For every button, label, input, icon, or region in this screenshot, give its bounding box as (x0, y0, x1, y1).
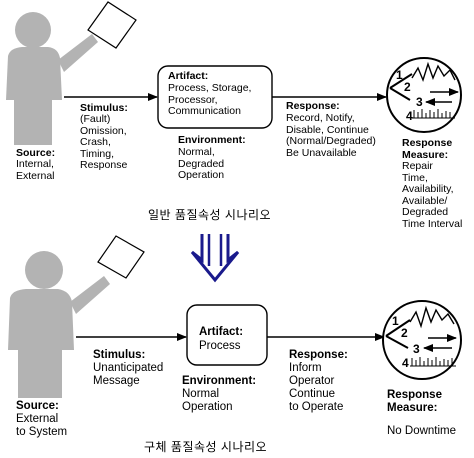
response-label-general: Response: (286, 100, 340, 112)
environment-text-concrete: Normal Operation (182, 388, 233, 413)
gauge-number-4: 4 (402, 356, 409, 370)
document-icon-general (87, 1, 137, 49)
stimulus-text-general: (Fault) Omission, Crash, Timing, Respons… (80, 113, 128, 171)
source-text-general: Internal, External (16, 158, 55, 182)
artifact-text-general: Process, Storage, Processor, Communicati… (168, 82, 252, 117)
artifact-box-concrete (186, 304, 268, 366)
person-figure-general (6, 12, 98, 145)
environment-label-general: Environment: (178, 134, 246, 146)
source-label-general: Source: (16, 147, 56, 159)
caption-concrete-scenario: 구체 품질속성 시나리오 (144, 440, 268, 454)
person-figure-concrete (8, 251, 110, 398)
environment-text-general: Normal, Degraded Operation (178, 146, 225, 181)
transition-down-arrow (190, 234, 240, 283)
measure-label-concrete: Response Measure: (387, 389, 442, 414)
response-measure-gauge-concrete (382, 300, 462, 380)
caption-general-scenario: 일반 품질속성 시나리오 (148, 208, 272, 222)
gauge-number-4: 4 (406, 109, 413, 123)
gauge-number-1: 1 (392, 314, 399, 328)
document-icon-concrete (97, 235, 145, 279)
gauge-number-3: 3 (416, 95, 423, 109)
source-text-concrete: External to System (16, 413, 68, 438)
artifact-label-general: Artifact: (168, 70, 209, 82)
source-label-concrete: Source: (16, 400, 59, 412)
gauge-number-3: 3 (413, 342, 420, 356)
stimulus-label-concrete: Stimulus: (93, 349, 146, 361)
response-label-concrete: Response: (289, 349, 348, 361)
response-text-concrete: Inform Operator Continue to Operate (289, 362, 344, 413)
response-text-general: Record, Notify, Disable, Continue (Norma… (286, 112, 376, 159)
artifact-label-concrete: Artifact: (199, 326, 244, 338)
gauge-number-2: 2 (401, 326, 408, 340)
stimulus-label-general: Stimulus: (80, 102, 128, 114)
gauge-number-2: 2 (404, 80, 411, 94)
response-measure-gauge-general (386, 57, 462, 133)
measure-label-general: Response Measure: (402, 137, 453, 161)
artifact-text-concrete: Process (199, 340, 241, 352)
gauge-number-1: 1 (396, 68, 403, 82)
environment-label-concrete: Environment: (182, 375, 257, 387)
measure-text-general: Repair Time, Availability, Available/ De… (402, 160, 463, 230)
stimulus-text-concrete: Unanticipated Message (93, 362, 164, 387)
measure-text-concrete: No Downtime (387, 425, 457, 437)
